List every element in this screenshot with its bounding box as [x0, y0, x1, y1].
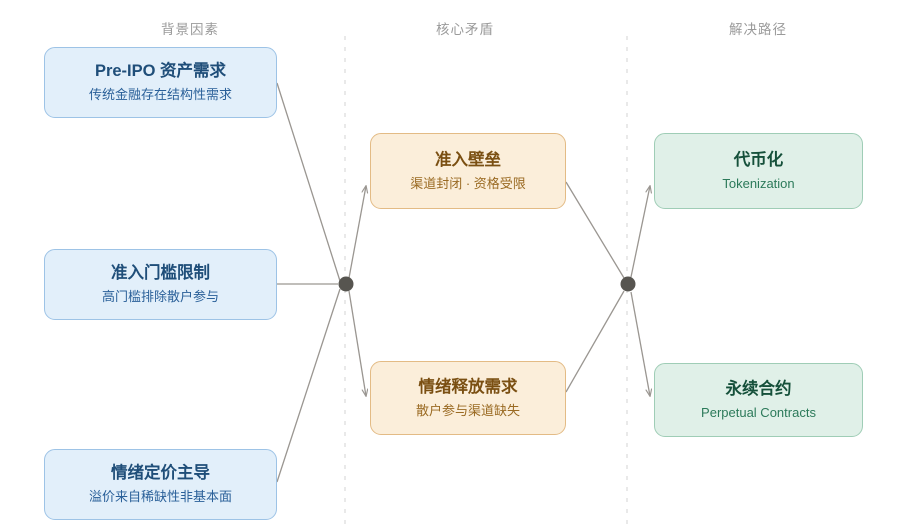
node-title: 情绪定价主导	[111, 464, 210, 483]
node-subtitle: 溢价来自稀缺性非基本面	[88, 489, 232, 505]
node-entry-threshold[interactable]: 准入门槛限制 高门槛排除散户参与	[44, 249, 277, 320]
node-perpetual-contracts[interactable]: 永续合约 Perpetual Contracts	[654, 363, 863, 437]
node-subtitle: 渠道封闭 · 资格受限	[410, 175, 526, 191]
node-title: 准入壁垒	[435, 150, 501, 169]
edge-sentiment-to-left	[276, 288, 341, 483]
node-title: 永续合约	[725, 379, 792, 398]
node-subtitle: Perpetual Contracts	[701, 404, 816, 420]
edge-right-to-perpetual	[630, 291, 650, 396]
edge-left-to-barrier	[348, 186, 366, 279]
node-title: 情绪释放需求	[418, 377, 518, 396]
edge-barrier-to-right	[565, 181, 625, 279]
node-pre-ipo-demand[interactable]: Pre-IPO 资产需求 传统金融存在结构性需求	[44, 47, 277, 118]
node-title: Pre-IPO 资产需求	[94, 62, 227, 81]
column-header-background: 背景因素	[161, 22, 219, 37]
node-subtitle: 高门槛排除散户参与	[101, 289, 219, 305]
node-tokenization[interactable]: 代币化 Tokenization	[654, 133, 863, 209]
node-subtitle: 散户参与渠道缺失	[415, 402, 520, 418]
edge-release-to-right	[565, 290, 625, 393]
node-title: 代币化	[733, 150, 784, 169]
edge-right-to-tokenization	[630, 186, 650, 278]
edge-pre-ipo-to-left	[276, 82, 341, 282]
right-junction-dot	[620, 276, 636, 292]
edge-left-to-release	[348, 290, 366, 396]
node-sentiment-release[interactable]: 情绪释放需求 散户参与渠道缺失	[370, 361, 566, 435]
column-header-core: 核心矛盾	[436, 22, 494, 37]
left-junction-dot	[338, 276, 354, 292]
node-title: 准入门槛限制	[111, 264, 210, 283]
node-sentiment-pricing[interactable]: 情绪定价主导 溢价来自稀缺性非基本面	[44, 449, 277, 520]
column-header-solution: 解决路径	[729, 22, 787, 37]
node-subtitle: 传统金融存在结构性需求	[88, 87, 232, 103]
node-subtitle: Tokenization	[722, 175, 795, 191]
node-access-barrier[interactable]: 准入壁垒 渠道封闭 · 资格受限	[370, 133, 566, 209]
